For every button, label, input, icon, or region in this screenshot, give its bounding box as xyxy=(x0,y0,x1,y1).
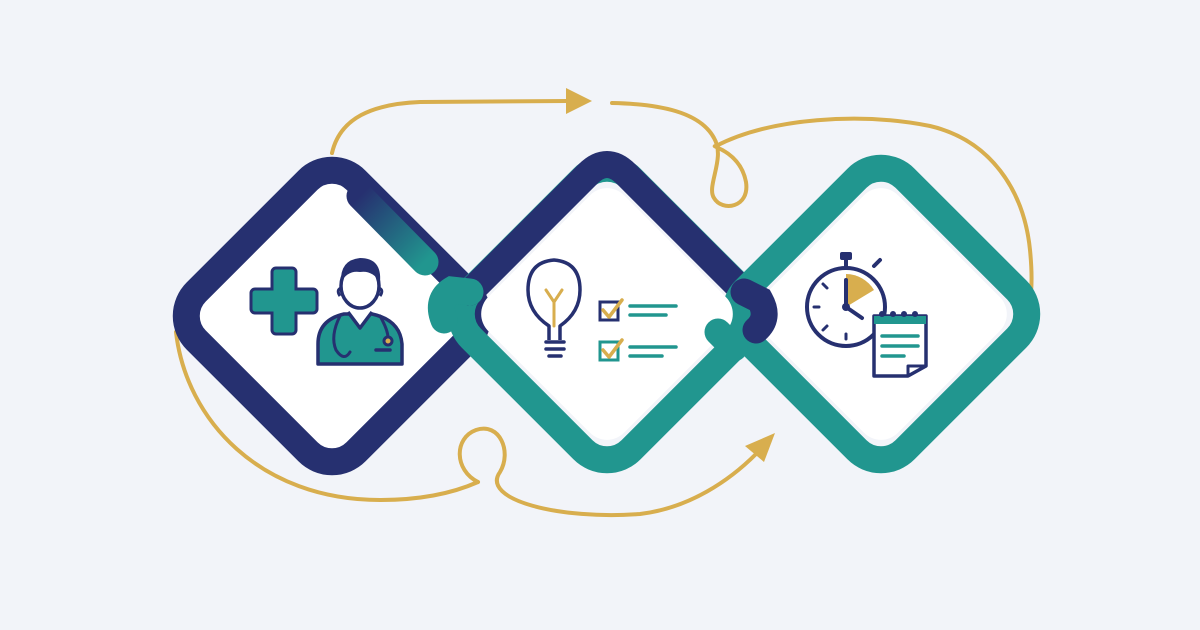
check-mark-1 xyxy=(601,298,624,319)
step-2-diamond-top-accent xyxy=(456,151,758,306)
connector-bottom-outer xyxy=(174,330,480,502)
step-2-icons xyxy=(526,258,678,362)
lightbulb-icon xyxy=(526,258,582,358)
step-1-icons xyxy=(249,258,404,366)
check-mark-2 xyxy=(601,338,624,359)
checklist-icon xyxy=(598,298,678,362)
connector-bottom-arrowhead xyxy=(745,433,775,462)
connector-top-loop xyxy=(610,101,1034,324)
link-crossing-2 xyxy=(730,278,778,344)
stopwatch-icon xyxy=(805,252,887,348)
link-crossing-1 xyxy=(427,276,484,334)
medical-cross-icon xyxy=(249,266,319,336)
connectors xyxy=(174,88,1034,518)
doctor-icon xyxy=(316,258,404,366)
stethoscope-icon xyxy=(332,314,394,358)
link-crossing-3 xyxy=(704,318,748,362)
weave-accent-1 xyxy=(346,182,439,276)
step-3-icons xyxy=(805,252,928,378)
stopwatch-elapsed xyxy=(846,274,874,307)
checkbox-1 xyxy=(598,300,620,322)
step-3-diamond xyxy=(721,154,1041,474)
connector-bottom-loop xyxy=(457,426,758,518)
checkbox-2 xyxy=(598,340,620,362)
connector-top-arrowhead xyxy=(566,88,592,114)
connector-top-arrow xyxy=(330,99,570,155)
notepad-icon xyxy=(872,311,928,378)
